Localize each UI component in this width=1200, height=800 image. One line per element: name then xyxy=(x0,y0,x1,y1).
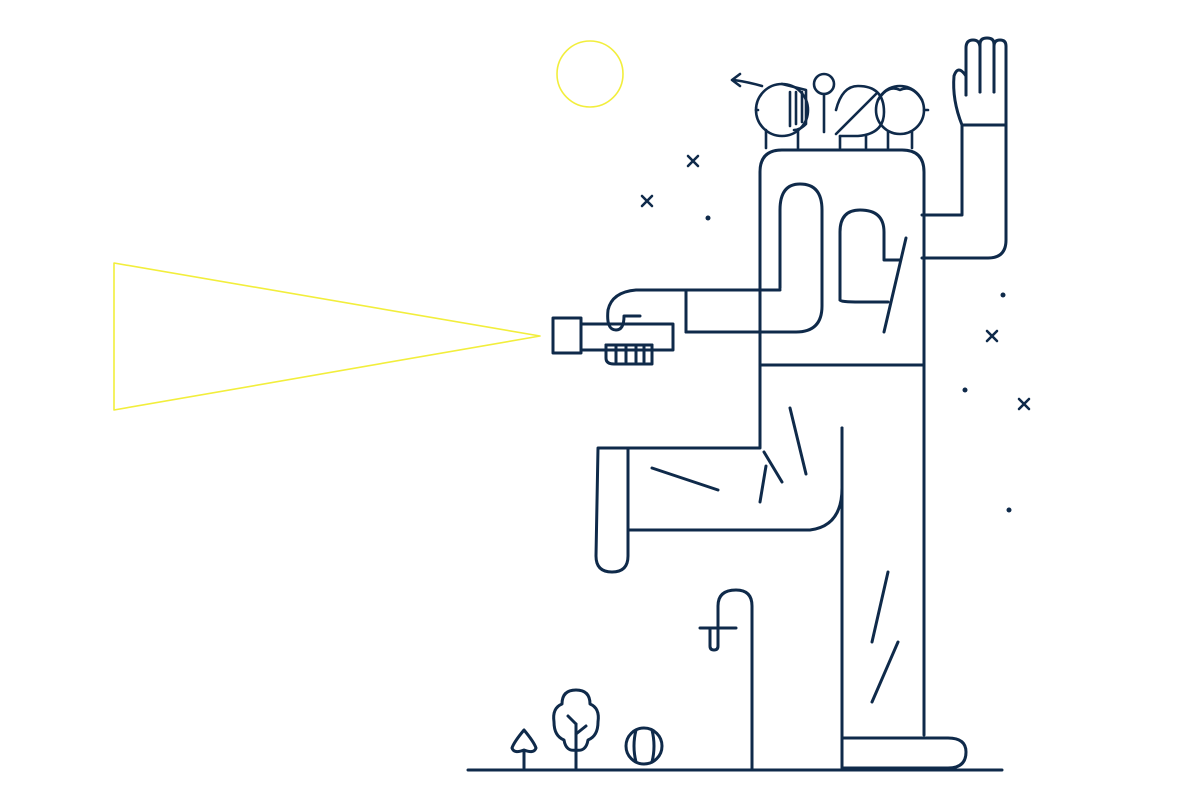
sun-icon xyxy=(556,40,624,108)
flashlight-beam xyxy=(113,262,541,411)
child-right xyxy=(874,84,930,150)
torso xyxy=(758,148,926,367)
legs xyxy=(594,363,968,770)
flashlight-icon xyxy=(551,316,675,355)
child-middle xyxy=(812,72,886,150)
tree-icon xyxy=(552,688,600,770)
child-left xyxy=(730,72,810,150)
gripping-hand xyxy=(604,288,688,366)
raised-hand xyxy=(920,36,1008,260)
star-dots xyxy=(705,215,1012,513)
ball-icon xyxy=(624,726,664,766)
sparkle-icons xyxy=(640,154,1031,411)
flashlight-arm xyxy=(684,182,824,334)
small-tree-icon xyxy=(510,728,538,770)
street-lamp xyxy=(698,588,754,772)
